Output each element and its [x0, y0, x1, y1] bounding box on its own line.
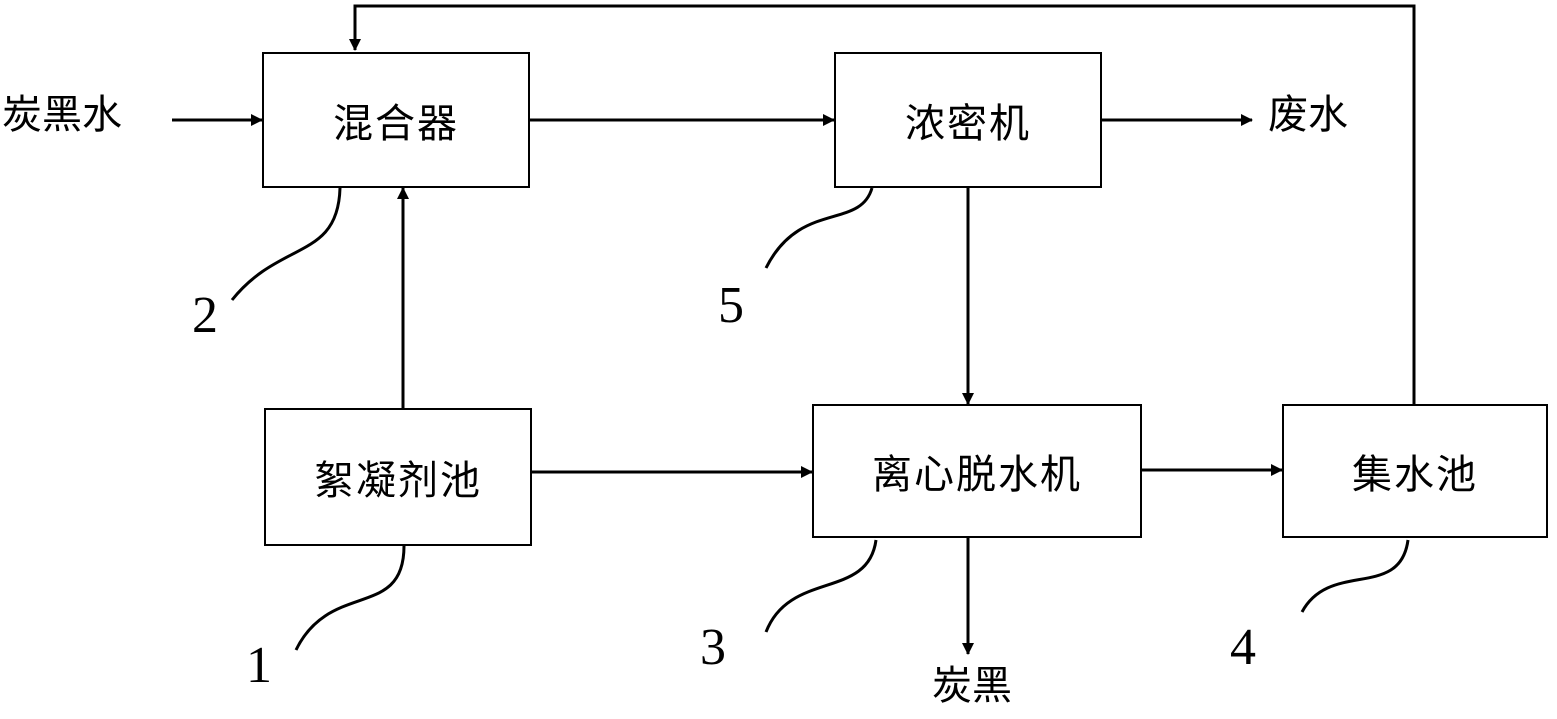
thickener-box: 浓密机	[834, 52, 1102, 188]
mixer-label: 混合器	[333, 101, 459, 147]
flocculant-tank-box: 絮凝剂池	[264, 408, 532, 546]
wastewater-label: 废水	[1268, 92, 1348, 138]
callout-number-2: 2	[192, 287, 218, 344]
sump-label: 集水池	[1352, 452, 1478, 498]
leader-line-2	[230, 187, 342, 301]
callout-number-1: 1	[246, 637, 272, 694]
leader-line-4	[1300, 539, 1410, 613]
mixer-box: 混合器	[262, 52, 530, 188]
flocculant-tank-label: 絮凝剂池	[314, 458, 482, 504]
callout-number-5: 5	[718, 277, 744, 334]
leader-line-3	[764, 539, 878, 633]
sump-box: 集水池	[1282, 404, 1548, 538]
centrifuge-label: 离心脱水机	[872, 452, 1082, 498]
leader-line-1	[294, 545, 406, 651]
carbon-black-label: 炭黑	[932, 663, 1012, 709]
callout-number-4: 4	[1230, 619, 1256, 676]
centrifuge-box: 离心脱水机	[812, 404, 1142, 538]
arrow-sump-recycle-to-mixer	[349, 4, 1416, 404]
callout-number-3: 3	[700, 619, 726, 676]
leader-line-5	[764, 187, 874, 269]
thickener-label: 浓密机	[905, 101, 1031, 147]
input-label: 炭黑水	[2, 92, 122, 138]
